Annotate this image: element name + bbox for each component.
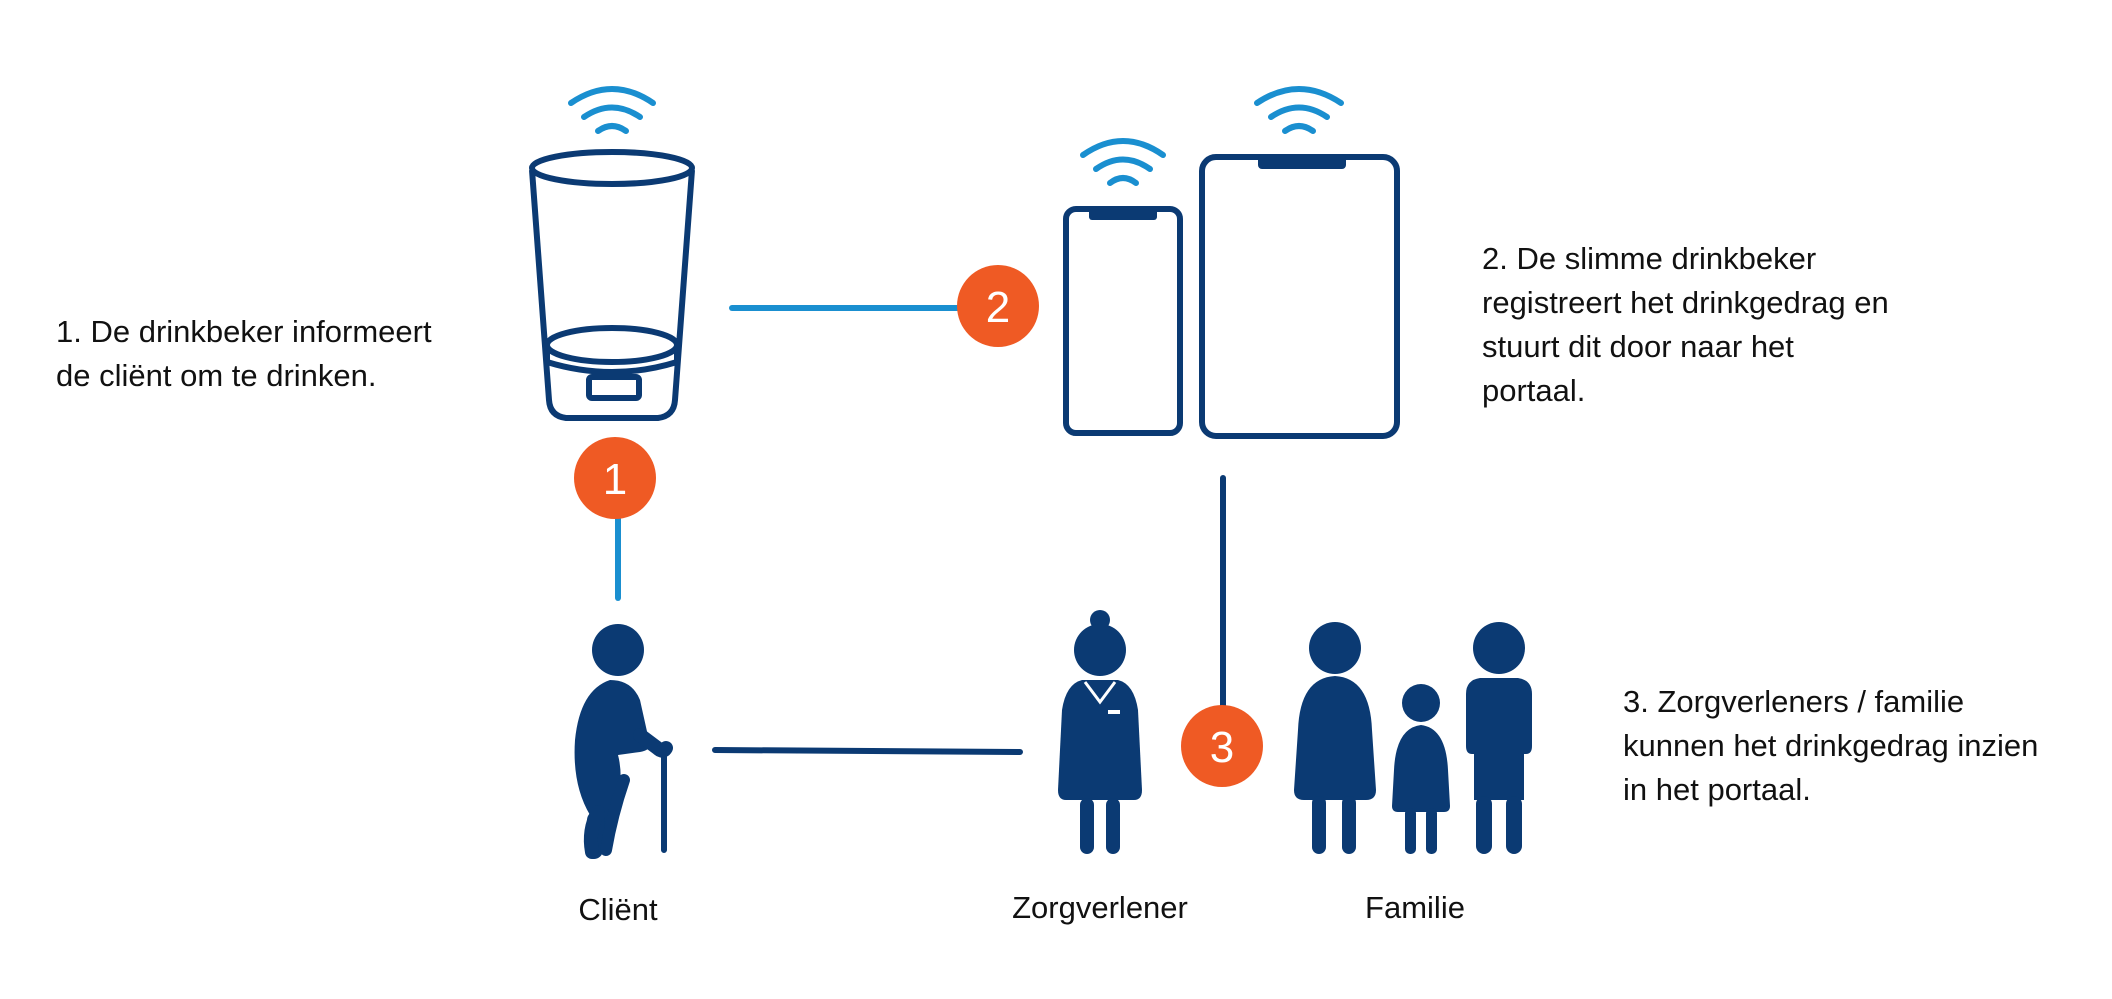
step-badge-1: 1	[574, 437, 656, 519]
step-2-line-3: stuurt dit door naar het	[1482, 329, 1794, 364]
family-label: Familie	[1365, 890, 1465, 925]
step-badge-1-number: 1	[603, 455, 627, 504]
step-1-line-1: 1. De drinkbeker informeert	[56, 314, 432, 349]
step-badge-2: 2	[957, 265, 1039, 347]
wifi-icon	[1254, 86, 1344, 134]
step-2-line-1: 2. De slimme drinkbeker	[1482, 241, 1817, 276]
step-3-line-3: in het portaal.	[1623, 772, 1811, 807]
step-3-line-2: kunnen het drinkgedrag inzien	[1623, 728, 2039, 763]
client-label: Cliënt	[578, 892, 658, 927]
elderly-person-with-cane-icon	[574, 624, 673, 859]
nurse-icon	[1058, 610, 1142, 854]
step-3-description: 3. Zorgverleners / familie kunnen het dr…	[1623, 680, 2038, 812]
wifi-icon	[568, 86, 656, 134]
smart-cup-icon	[529, 149, 695, 421]
step-1-line-2: de cliënt om te drinken.	[56, 358, 377, 393]
family-icon	[1294, 622, 1532, 854]
step-2-description: 2. De slimme drinkbeker registreert het …	[1482, 237, 1889, 413]
step-badge-3: 3	[1181, 705, 1263, 787]
step-3-line-1: 3. Zorgverleners / familie	[1623, 684, 1965, 719]
step-badge-2-number: 2	[986, 283, 1010, 332]
caregiver-label: Zorgverlener	[1012, 890, 1188, 925]
step-2-line-4: portaal.	[1482, 373, 1586, 408]
connector-client-to-caregiver	[712, 747, 1023, 755]
step-1-description: 1. De drinkbeker informeert de cliënt om…	[56, 310, 432, 398]
step-badge-3-number: 3	[1210, 723, 1234, 772]
wifi-icon	[1080, 138, 1166, 186]
step-2-line-2: registreert het drinkgedrag en	[1482, 285, 1889, 320]
tablet-icon	[1199, 154, 1400, 439]
smartphone-icon	[1063, 206, 1183, 436]
